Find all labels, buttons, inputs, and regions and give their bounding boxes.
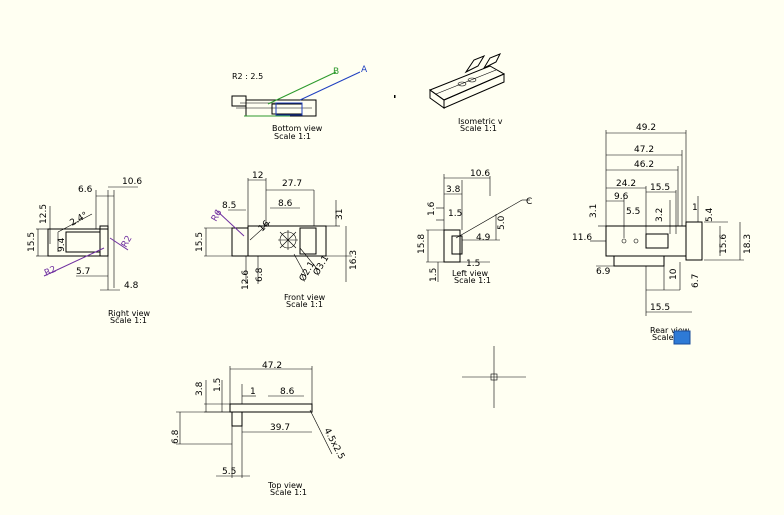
svg-text:1.5: 1.5 (429, 268, 439, 282)
svg-text:8.6: 8.6 (278, 199, 293, 209)
marker-b: B (333, 67, 339, 77)
marker-a: A (361, 65, 368, 75)
svg-text:5.7: 5.7 (76, 267, 90, 277)
svg-text:9.4: 9.4 (57, 237, 67, 252)
cursor-crosshair-icon (462, 346, 526, 408)
svg-text:6.6: 6.6 (78, 185, 93, 195)
svg-text:12: 12 (252, 171, 263, 181)
svg-text:10.6: 10.6 (122, 177, 142, 187)
svg-text:31: 31 (335, 209, 345, 220)
top-view-title: Top view (267, 481, 303, 490)
bottom-view: R2 : 2.5 B A Bottom view Scale 1:1 (231, 65, 368, 141)
svg-text:12.6: 12.6 (241, 270, 251, 290)
svg-text:4.9: 4.9 (476, 233, 491, 243)
svg-text:10: 10 (669, 268, 679, 280)
svg-text:15.5: 15.5 (27, 232, 37, 252)
selection-box (673, 330, 691, 345)
svg-text:6.8: 6.8 (255, 267, 265, 282)
svg-text:10.6: 10.6 (470, 169, 490, 179)
svg-text:15.5: 15.5 (650, 183, 670, 193)
svg-text:47.2: 47.2 (634, 145, 654, 155)
top-view-scale: Scale 1:1 (270, 488, 307, 497)
svg-text:15.5: 15.5 (195, 232, 205, 252)
svg-text:R2: R2 (43, 265, 58, 279)
bottom-view-title: Bottom view (272, 124, 323, 133)
svg-text:12.5: 12.5 (39, 204, 49, 224)
svg-text:15.8: 15.8 (417, 234, 427, 254)
svg-text:1.5: 1.5 (448, 209, 462, 219)
marker-c: C (526, 197, 532, 207)
rear-view-title: Rear view (650, 326, 690, 335)
svg-text:6.8: 6.8 (171, 429, 181, 444)
bottom-part-head (231, 95, 247, 107)
front-view-scale: Scale 1:1 (286, 300, 323, 309)
svg-text:5.5: 5.5 (222, 467, 236, 477)
right-view-title: Right view (108, 309, 150, 318)
left-view-title: Left view (452, 269, 488, 278)
bottom-note: R2 : 2.5 (232, 72, 263, 81)
right-view: 10.6 6.6 12.5 15.5 9.4 5.7 4.8 R2 R2 2.4… (27, 177, 150, 325)
svg-text:3.8: 3.8 (446, 185, 461, 195)
svg-text:24.2: 24.2 (616, 179, 636, 189)
isometric-view: Isometric v Scale 1:1 (428, 53, 506, 133)
svg-text:46.2: 46.2 (634, 160, 654, 170)
svg-text:39.7: 39.7 (270, 423, 290, 433)
svg-text:49.2: 49.2 (636, 123, 656, 133)
svg-text:1.6: 1.6 (427, 201, 437, 216)
svg-text:5.0: 5.0 (497, 215, 507, 230)
leader-a (299, 71, 361, 101)
svg-text:3.1: 3.1 (589, 204, 599, 218)
svg-text:11.6: 11.6 (572, 233, 592, 243)
bottom-view-scale: Scale 1:1 (274, 132, 311, 141)
svg-text:5.5: 5.5 (626, 207, 640, 217)
svg-text:1: 1 (250, 387, 256, 397)
left-view: 10.6 3.8 1.6 1.5 15.8 4.9 5.0 1.5 1.5 C … (417, 169, 532, 285)
svg-text:3.2: 3.2 (655, 208, 665, 222)
svg-text:8.5: 8.5 (222, 201, 236, 211)
rear-view-scale: Scale 1:1 (652, 333, 689, 342)
svg-text:6.9: 6.9 (596, 267, 611, 277)
svg-text:47.2: 47.2 (262, 361, 282, 371)
svg-text:18.3: 18.3 (743, 234, 753, 254)
svg-text:2.4°: 2.4° (69, 211, 90, 229)
svg-text:15.6: 15.6 (719, 234, 729, 254)
iso-view-scale: Scale 1:1 (460, 124, 497, 133)
svg-text:16.3: 16.3 (349, 250, 359, 270)
left-view-scale: Scale 1:1 (454, 276, 491, 285)
svg-text:R2: R2 (120, 234, 135, 249)
rear-view: 49.2 47.2 46.2 24.2 9.6 15.5 5.5 3.2 1 5… (572, 123, 753, 345)
right-view-scale: Scale 1:1 (110, 316, 147, 325)
svg-text:1.5: 1.5 (213, 378, 223, 392)
top-view: 47.2 3.8 1.5 1 8.6 6.8 39.7 5.5 4.5x2.5 … (171, 361, 346, 497)
svg-text:27.7: 27.7 (282, 179, 302, 189)
svg-text:4.8: 4.8 (124, 281, 139, 291)
svg-text:3.8: 3.8 (195, 381, 205, 396)
svg-text:15.5: 15.5 (650, 303, 670, 313)
front-view-title: Front view (284, 293, 326, 302)
svg-text:6.7: 6.7 (691, 274, 701, 288)
svg-text:9.6: 9.6 (614, 192, 629, 202)
svg-text:4.5x2.5: 4.5x2.5 (321, 427, 346, 462)
front-view: 12 27.7 8.5 8.6 31 15.5 12.6 6.8 16.3 R6… (195, 171, 359, 309)
leader-b (267, 71, 337, 105)
svg-text:1.5: 1.5 (466, 259, 480, 269)
svg-text:8.6: 8.6 (280, 387, 295, 397)
svg-text:5.4: 5.4 (705, 207, 715, 222)
iso-view-title: Isometric v (458, 117, 503, 126)
svg-text:1: 1 (692, 203, 698, 213)
